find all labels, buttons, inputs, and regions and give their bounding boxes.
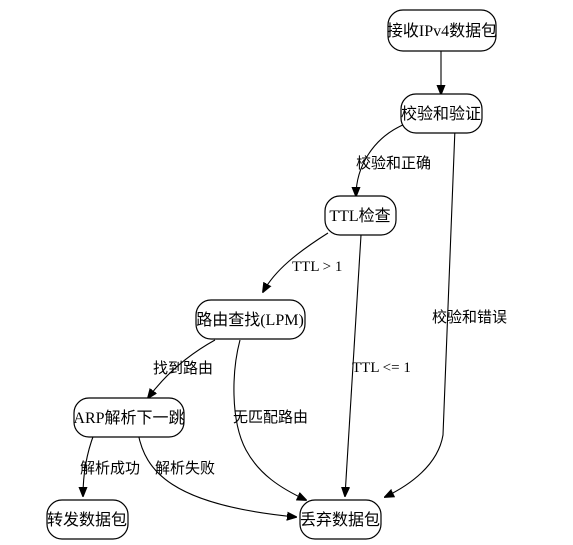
- edge-arp-to-drop: [137, 432, 296, 517]
- edge-label-route-found: 找到路由: [153, 360, 213, 377]
- node-receive: 接收IPv4数据包: [387, 9, 497, 52]
- edge-ttl-to-route: [263, 232, 329, 292]
- edge-route-to-drop: [233, 339, 306, 500]
- edge-label-checksum-err: 校验和错误: [432, 309, 507, 326]
- edge-arp-to-forward: [83, 433, 95, 496]
- edge-ttl-to-drop: [345, 234, 362, 496]
- edges: [83, 51, 456, 517]
- node-route-lookup: 路由查找(LPM): [195, 299, 306, 340]
- edge-checksum-to-drop: [385, 127, 456, 497]
- edge-route-to-arp: [148, 339, 216, 398]
- node-checksum: 校验和验证: [400, 93, 483, 134]
- edge-checksum-to-ttl: [356, 123, 406, 196]
- edge-label-ttl-gt-1: TTL > 1: [292, 259, 342, 275]
- node-checksum-label: 校验和验证: [401, 105, 481, 123]
- node-route-lookup-label: 路由查找(LPM): [196, 311, 304, 329]
- node-ttl-check: TTL检查: [324, 195, 397, 236]
- node-forward: 转发数据包: [46, 499, 129, 540]
- edge-label-no-route: 无匹配路由: [233, 409, 308, 426]
- node-receive-label: 接收IPv4数据包: [387, 22, 497, 40]
- node-forward-label: 转发数据包: [47, 511, 127, 529]
- node-drop: 丢弃数据包: [299, 499, 382, 540]
- edge-label-arp-fail: 解析失败: [155, 460, 215, 477]
- node-ttl-check-label: TTL检查: [329, 207, 390, 225]
- node-arp-label: ARP解析下一跳: [73, 409, 184, 427]
- edge-label-ttl-le-1: TTL <= 1: [352, 360, 411, 376]
- edge-label-checksum-ok: 校验和正确: [356, 155, 431, 172]
- node-drop-label: 丢弃数据包: [300, 511, 380, 529]
- node-arp: ARP解析下一跳: [73, 397, 185, 438]
- edge-labels: 校验和正确 校验和错误 TTL > 1 TTL <= 1 找到路由 无匹配路由 …: [80, 155, 507, 477]
- edge-label-arp-ok: 解析成功: [80, 460, 140, 477]
